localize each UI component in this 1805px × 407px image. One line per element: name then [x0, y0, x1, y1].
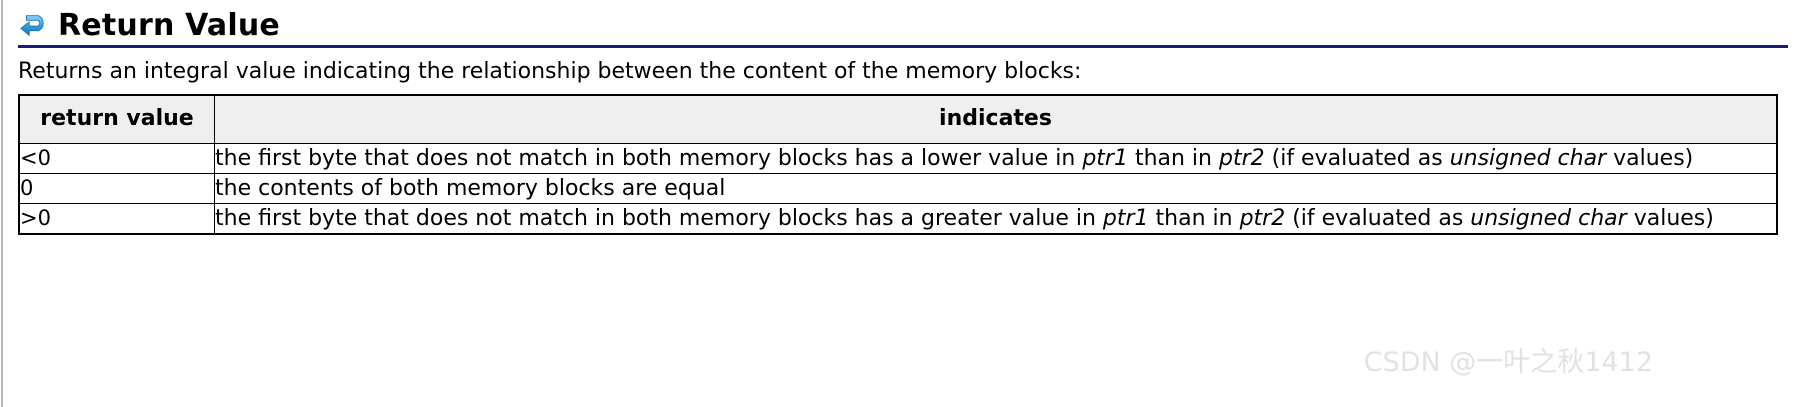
plain-text: (if evaluated as — [1264, 146, 1450, 171]
cell-return-value: 0 — [18, 173, 215, 204]
emphasis-text: ptr1 — [1102, 206, 1149, 231]
return-arrow-icon — [18, 11, 48, 41]
cell-indicates: the contents of both memory blocks are e… — [214, 173, 1778, 204]
plain-text: (if evaluated as — [1285, 206, 1471, 231]
csdn-watermark: CSDN @一叶之秋1412 — [1363, 347, 1653, 378]
plain-text: than in — [1148, 206, 1240, 231]
cell-return-value: >0 — [18, 203, 215, 235]
emphasis-text: ptr2 — [1218, 146, 1265, 171]
page-gutter — [0, 0, 7, 407]
table-header-row: return value indicates — [18, 94, 1778, 144]
plain-text: the contents of both memory blocks are e… — [215, 176, 726, 201]
plain-text: values) — [1606, 146, 1694, 171]
cell-return-value: <0 — [18, 143, 215, 174]
column-header-return-value: return value — [18, 94, 215, 144]
plain-text: the first byte that does not match in bo… — [215, 206, 1103, 231]
emphasis-text: unsigned char — [1449, 146, 1607, 171]
plain-text: the first byte that does not match in bo… — [215, 146, 1083, 171]
section-heading: Return Value — [18, 0, 1788, 48]
cell-indicates: the first byte that does not match in bo… — [214, 143, 1778, 174]
emphasis-text: ptr2 — [1239, 206, 1286, 231]
cell-indicates: the first byte that does not match in bo… — [214, 203, 1778, 235]
emphasis-text: ptr1 — [1082, 146, 1128, 171]
plain-text: values) — [1626, 206, 1714, 231]
emphasis-text: unsigned char — [1470, 206, 1627, 231]
column-header-indicates: indicates — [214, 94, 1778, 144]
page-title: Return Value — [58, 8, 280, 43]
intro-text: Returns an integral value indicating the… — [18, 59, 1082, 84]
plain-text: than in — [1127, 146, 1219, 171]
document-content: Return Value Returns an integral value i… — [18, 0, 1790, 235]
